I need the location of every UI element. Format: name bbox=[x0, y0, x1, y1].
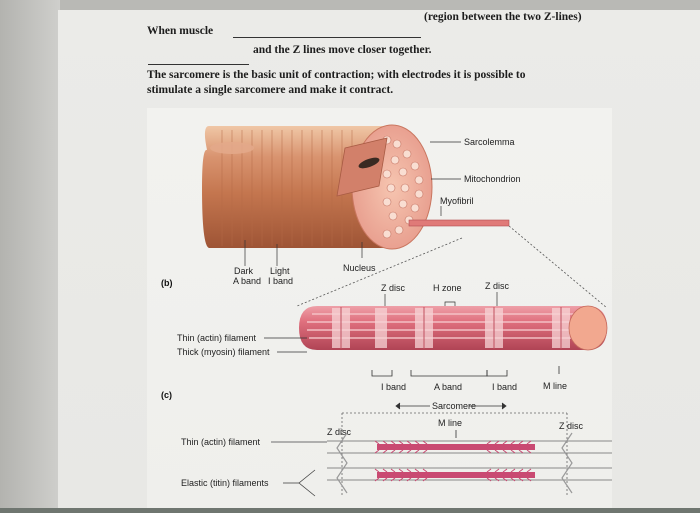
label-myofibril: Myofibril bbox=[440, 196, 474, 206]
label-i-band: I band bbox=[268, 276, 293, 286]
left-margin-shadow bbox=[0, 0, 60, 508]
paragraph-line-2: stimulate a single sarcomere and make it… bbox=[147, 84, 394, 96]
leader-lines-filaments-b bbox=[264, 337, 307, 353]
line2: and the Z lines move closer together. bbox=[253, 44, 432, 56]
label-z-disc-c1: Z disc bbox=[327, 427, 352, 437]
label-z-disc-b: Z disc bbox=[381, 283, 406, 293]
label-thin-filament-b: Thin (actin) filament bbox=[177, 333, 257, 343]
label-m-line-b: M line bbox=[543, 381, 567, 391]
line1-start: When muscle bbox=[147, 25, 214, 37]
label-mitochondrion: Mitochondrion bbox=[464, 174, 521, 184]
band-brackets bbox=[371, 366, 560, 410]
label-i-band-2: I band bbox=[492, 382, 517, 392]
leader-lines-top bbox=[244, 141, 461, 266]
label-a-band: A band bbox=[233, 276, 261, 286]
z-discs-c bbox=[336, 432, 573, 494]
label-thick-filament-b: Thick (myosin) filament bbox=[177, 347, 270, 357]
label-m-line-c: M line bbox=[438, 418, 462, 428]
panel-b-label: (b) bbox=[161, 278, 173, 288]
top-edge bbox=[0, 0, 700, 10]
label-thin-filament-c: Thin (actin) filament bbox=[181, 437, 261, 447]
blank-2[interactable] bbox=[148, 64, 249, 65]
label-sarcolemma: Sarcolemma bbox=[464, 137, 515, 147]
label-z-disc-c2: Z disc bbox=[559, 421, 584, 431]
label-a-band-b: A band bbox=[434, 382, 462, 392]
label-elastic-filaments: Elastic (titin) filaments bbox=[181, 478, 269, 488]
paragraph-line-1: The sarcomere is the basic unit of contr… bbox=[147, 69, 526, 81]
label-nucleus: Nucleus bbox=[343, 263, 376, 273]
label-light: Light bbox=[270, 266, 290, 276]
thick-filaments-c bbox=[374, 430, 535, 482]
leader-lines-filaments-c bbox=[271, 441, 327, 497]
muscle-figure: Sarcolemma Mitochondrion Myofibril Dark … bbox=[147, 108, 612, 508]
muscle-fiber bbox=[202, 124, 510, 250]
label-dark: Dark bbox=[234, 266, 254, 276]
panel-c-label: (c) bbox=[161, 390, 172, 400]
muscle-diagram: Sarcolemma Mitochondrion Myofibril Dark … bbox=[161, 124, 612, 497]
label-sarcomere: Sarcomere bbox=[432, 401, 476, 411]
zoom-lines bbox=[296, 225, 608, 309]
label-i-band-1: I band bbox=[381, 382, 406, 392]
label-z-disc-b2: Z disc bbox=[485, 281, 510, 291]
blank-1[interactable] bbox=[233, 37, 421, 38]
myofibril-segment bbox=[299, 305, 608, 351]
thin-filaments-c bbox=[327, 440, 612, 481]
line1-end: (region between the two Z-lines) bbox=[424, 11, 582, 23]
label-h-zone: H zone bbox=[433, 283, 462, 293]
